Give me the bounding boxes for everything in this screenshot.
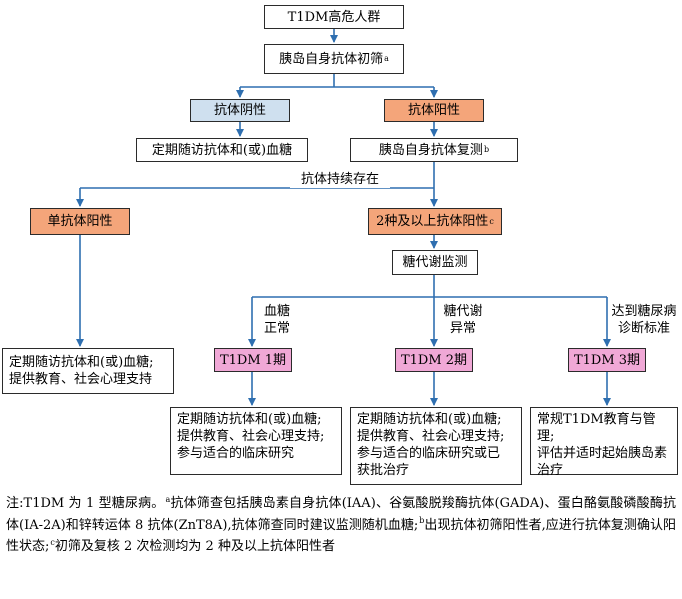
single-followup-line2: 提供教育、社会心理支持 <box>9 372 153 387</box>
footnote-sup-a: a <box>165 494 171 504</box>
node-single-positive: 单抗体阳性 <box>30 208 130 235</box>
node-initial-screen-label: 胰岛自身抗体初筛 <box>279 51 384 67</box>
edge-label-abnormal-line2: 异常 <box>449 321 476 336</box>
edge-label-abnormal-line1: 糖代谢 <box>443 304 483 319</box>
node-multi-positive-label: 2种及以上抗体阳性 <box>376 214 489 229</box>
stage2-box-line4: 获批治疗 <box>357 463 410 478</box>
edge-label-diagnosis-line2: 诊断标准 <box>617 321 670 336</box>
node-recheck-label: 胰岛自身抗体复测 <box>378 142 483 158</box>
node-single-positive-label: 单抗体阳性 <box>47 214 113 229</box>
node-stage2: T1DM 2期 <box>395 348 473 372</box>
footnote: 注:T1DM 为 1 型糖尿病。a抗体筛查包括胰岛素自身抗体(IAA)、谷氨酸脱… <box>6 493 676 558</box>
edge-label-diagnosis-line1: 达到糖尿病 <box>611 304 677 319</box>
node-stage1: T1DM 1期 <box>214 348 292 372</box>
node-negative-followup-label: 定期随访抗体和(或)血糖 <box>151 142 293 158</box>
node-stage3: T1DM 3期 <box>568 348 646 372</box>
edge-label-persist: 抗体持续存在 <box>290 171 390 188</box>
node-stage1-box: 定期随访抗体和(或)血糖; 提供教育、社会心理支持; 参与适合的临床研究 <box>170 407 342 475</box>
stage2-box-line3: 参与适合的临床研究或已 <box>357 446 501 461</box>
edge-label-diagnosis: 达到糖尿病 诊断标准 <box>608 303 680 337</box>
node-high-risk-label: T1DM高危人群 <box>287 9 381 25</box>
node-antibody-negative-label: 抗体阴性 <box>213 103 266 118</box>
stage3-box-line3: 治疗 <box>537 463 564 478</box>
node-single-followup: 定期随访抗体和(或)血糖; 提供教育、社会心理支持 <box>2 348 174 394</box>
node-stage3-label: T1DM 3期 <box>573 352 641 368</box>
node-negative-followup: 定期随访抗体和(或)血糖 <box>136 138 308 162</box>
stage1-box-line2: 提供教育、社会心理支持; <box>177 429 325 444</box>
node-metabolic-monitor-label: 糖代谢监测 <box>402 255 468 270</box>
stage1-box-line1: 定期随访抗体和(或)血糖; <box>177 412 322 427</box>
node-stage1-label: T1DM 1期 <box>219 352 287 368</box>
node-antibody-negative: 抗体阴性 <box>190 99 290 122</box>
footnote-c: 初筛及复核 2 次检测均为 2 种及以上抗体阳性者 <box>54 539 335 554</box>
stage2-box-line1: 定期随访抗体和(或)血糖; <box>357 412 502 427</box>
footnote-intro: 注:T1DM 为 1 型糖尿病。 <box>6 496 165 511</box>
single-followup-line1: 定期随访抗体和(或)血糖; <box>9 355 154 370</box>
stage1-box-line3: 参与适合的临床研究 <box>177 446 295 461</box>
edge-label-normal: 血糖 正常 <box>257 303 297 337</box>
node-stage2-label: T1DM 2期 <box>400 352 468 368</box>
stage2-box-line2: 提供教育、社会心理支持; <box>357 429 505 444</box>
edge-label-normal-line1: 血糖 <box>263 304 290 319</box>
node-antibody-positive-label: 抗体阳性 <box>407 103 460 118</box>
edge-label-normal-line2: 正常 <box>263 321 290 336</box>
stage3-box-line2: 评估并适时起始胰岛素 <box>537 446 668 461</box>
node-high-risk: T1DM高危人群 <box>264 5 404 29</box>
node-antibody-positive: 抗体阳性 <box>384 99 484 122</box>
edge-label-abnormal: 糖代谢 异常 <box>438 303 488 337</box>
footnote-b: 出现抗体初筛阳性者,应进行抗体复测确认阳性状态; <box>6 517 676 555</box>
footnote-sup-b: b <box>419 516 425 526</box>
node-stage3-box: 常规T1DM教育与管理; 评估并适时起始胰岛素 治疗 <box>530 407 678 478</box>
footnote-a: 抗体筛查包括胰岛素自身抗体(IAA)、谷氨酸脱羧酶抗体(GADA)、蛋白酪氨酸磷… <box>6 496 676 533</box>
node-stage2-box: 定期随访抗体和(或)血糖; 提供教育、社会心理支持; 参与适合的临床研究或已 获… <box>350 407 522 485</box>
footnote-sup-c: c <box>50 537 55 547</box>
node-metabolic-monitor: 糖代谢监测 <box>392 250 478 275</box>
stage3-box-line1: 常规T1DM教育与管理; <box>537 412 656 444</box>
